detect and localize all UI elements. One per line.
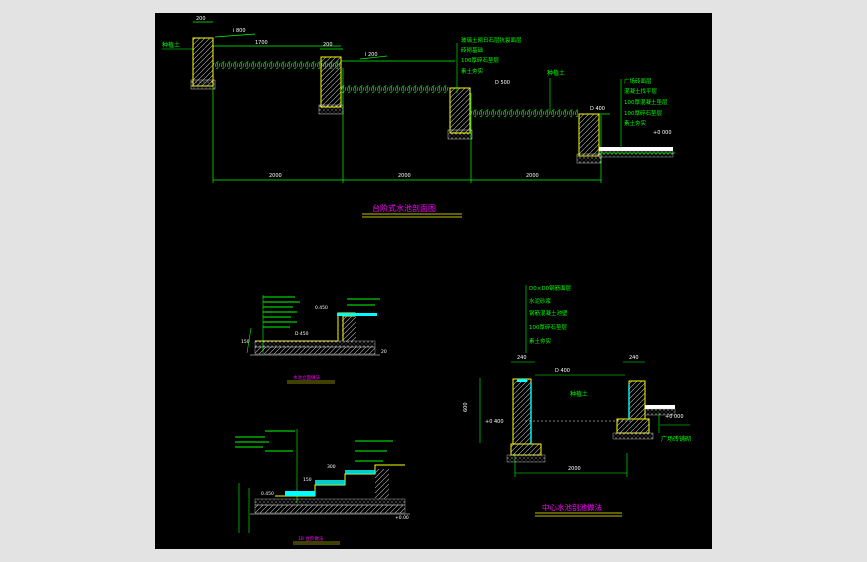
layer-c-0: D0×D0钢筋面层 bbox=[529, 284, 572, 292]
layer-c-4: 素土夯实 bbox=[529, 337, 552, 345]
title-detail-c: 中心水池剖池做法 bbox=[542, 502, 602, 512]
layer-mid-2: 100厚碎石垫层 bbox=[461, 56, 499, 64]
layer-right-1: 混凝土找平层 bbox=[624, 87, 658, 95]
top-section: 200 200 i 800 i 200 1700 D 500 D 400 +0 … bbox=[162, 16, 675, 218]
dim-c-h600: 600 bbox=[463, 402, 469, 412]
detail-c: D0×D0钢筋面层 水泥砂浆 钢筋混凝土池壁 100厚碎石垫层 素土夯实 240… bbox=[463, 284, 691, 517]
dim-d000: +0 000 bbox=[653, 130, 672, 136]
slope-1: i 800 bbox=[233, 28, 246, 34]
layer-mid-3: 素土夯实 bbox=[461, 67, 484, 75]
layer-right-2: 100厚混凝土垫层 bbox=[624, 98, 668, 106]
dim-c-span: 2000 bbox=[568, 466, 581, 472]
dim-200-b: 200 bbox=[323, 42, 333, 48]
dim-200-a: 200 bbox=[196, 16, 206, 22]
label-c-soil: 种植土 bbox=[570, 390, 588, 398]
detail-a-dim-3: 150 bbox=[241, 339, 250, 345]
detail-a-dim-4: 20 bbox=[381, 349, 387, 355]
layer-right-0: 广场砖面层 bbox=[624, 77, 652, 85]
dim-c-d400: D 400 bbox=[555, 368, 570, 374]
dim-d400: D 400 bbox=[590, 106, 605, 112]
layer-mid-0: 玻璃土砌日石层抗裂面层 bbox=[461, 36, 522, 44]
layer-c-2: 钢筋混凝土池壁 bbox=[529, 309, 568, 317]
detail-b-dim-4: +0.00 bbox=[395, 515, 409, 521]
dim-c-240a: 240 bbox=[517, 355, 527, 361]
cad-drawing: 200 200 i 800 i 200 1700 D 500 D 400 +0 … bbox=[162, 16, 691, 545]
dim-c-d000: +0 000 bbox=[665, 414, 684, 420]
title-top-section: 台阶式水池剖面图 bbox=[372, 203, 436, 213]
span-1: 2000 bbox=[269, 173, 282, 179]
dim-c-d400b: +0 400 bbox=[485, 419, 504, 425]
dim-c-240b: 240 bbox=[629, 355, 639, 361]
detail-a: D 450 0.450 150 20 水池立面做法 bbox=[241, 295, 387, 384]
label-c-paving: 广场砖铺砌 bbox=[661, 435, 691, 443]
layer-mid-1: 砖砌基础 bbox=[461, 46, 484, 54]
cad-drawing-canvas: 200 200 i 800 i 200 1700 D 500 D 400 +0 … bbox=[155, 13, 712, 549]
detail-b: 0.450 300 150 +0.00 1B 台阶做法 bbox=[235, 429, 410, 545]
label-soil-2: 种植土 bbox=[547, 69, 565, 77]
layer-c-1: 水泥砂浆 bbox=[529, 297, 552, 305]
detail-a-dim-2: 0.450 bbox=[315, 305, 328, 311]
detail-a-dim-1: D 450 bbox=[295, 331, 309, 337]
layer-right-4: 素土夯实 bbox=[624, 119, 647, 127]
layer-right-3: 100厚碎石垫层 bbox=[624, 109, 662, 117]
slope-2: i 200 bbox=[365, 52, 378, 58]
dim-1700: 1700 bbox=[255, 40, 268, 46]
layer-c-3: 100厚碎石垫层 bbox=[529, 323, 567, 331]
span-3: 2000 bbox=[526, 173, 539, 179]
label-soil: 种植土 bbox=[162, 41, 180, 49]
detail-b-dim-1: 0.450 bbox=[261, 491, 274, 497]
title-detail-b: 1B 台阶做法 bbox=[298, 535, 324, 542]
span-2: 2000 bbox=[398, 173, 411, 179]
dim-d500: D 500 bbox=[495, 80, 510, 86]
detail-b-dim-3: 150 bbox=[303, 477, 312, 483]
title-detail-a: 水池立面做法 bbox=[293, 374, 320, 381]
detail-b-dim-2: 300 bbox=[327, 464, 336, 470]
